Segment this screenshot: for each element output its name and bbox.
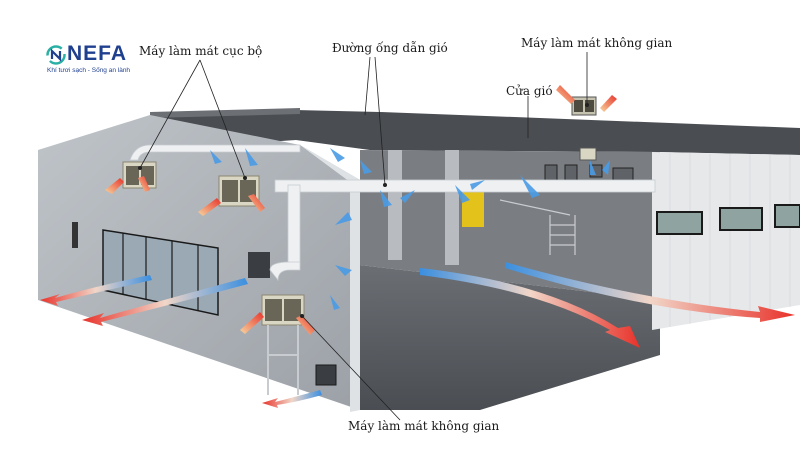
space-cooler-roof xyxy=(571,96,597,116)
airflow-big-arrows xyxy=(40,262,795,408)
nefa-logo-icon xyxy=(46,45,66,65)
front-wall xyxy=(38,115,360,412)
label-space-cooler-top: Máy làm mát không gian xyxy=(521,36,673,50)
logo-name: NEFA xyxy=(67,42,128,65)
leader-lines xyxy=(137,52,590,421)
label-air-vent: Cửa gió xyxy=(506,84,553,98)
label-local-cooler: Máy làm mát cục bộ xyxy=(139,44,263,58)
air-vent-unit xyxy=(579,147,597,161)
cool-air-arrows xyxy=(210,148,610,310)
label-air-duct: Đường ống dẫn gió xyxy=(332,41,448,55)
logo-tagline: Khí tươi sạch - Sống an lành xyxy=(47,67,131,74)
local-cooler-1 xyxy=(122,161,157,189)
right-wall xyxy=(652,152,800,330)
label-space-cooler-bottom: Máy làm mát không gian xyxy=(348,419,500,433)
warm-air-arrows xyxy=(105,85,617,335)
roof xyxy=(150,108,800,155)
space-cooler-floor xyxy=(261,294,305,395)
air-duct xyxy=(129,144,656,282)
